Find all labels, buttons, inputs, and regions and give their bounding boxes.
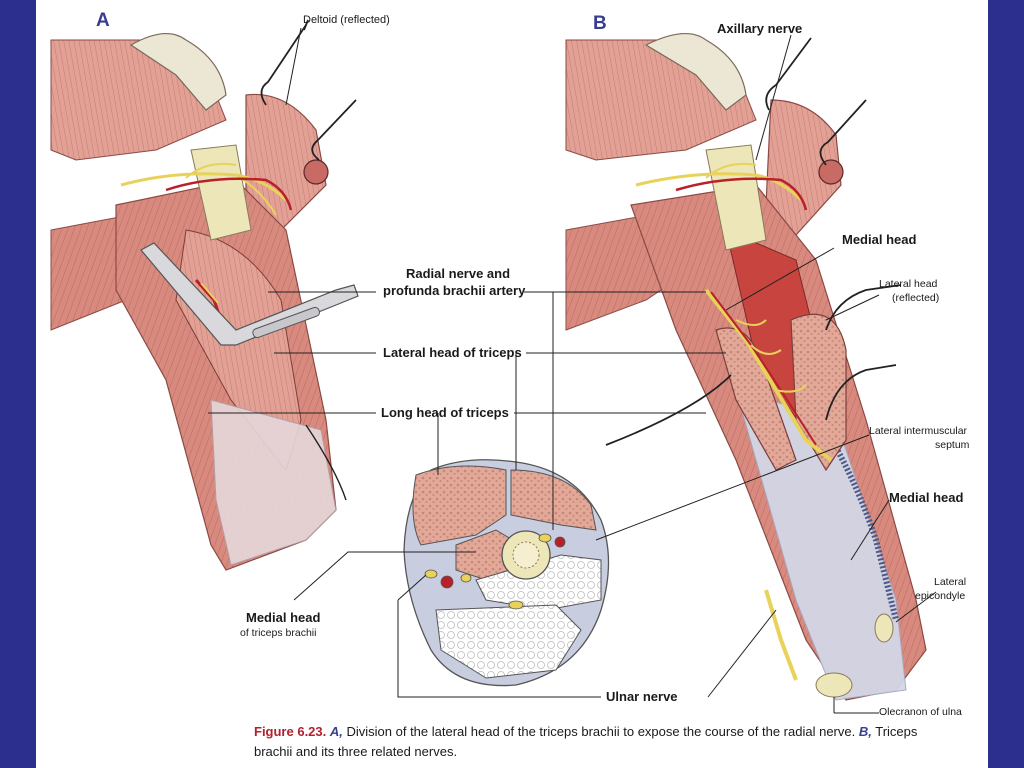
label-lateral-head-reflected-2: (reflected) [892, 292, 940, 304]
caption-text-b: Triceps brachii and its three related ne… [254, 724, 918, 759]
label-medial-head-top: Medial head [842, 232, 917, 247]
artery-a [165, 177, 293, 211]
deltoid-b [765, 99, 842, 236]
axillary-nerve-b [635, 172, 803, 202]
panel-label-b: B [593, 13, 607, 34]
label-olecranon: Olecranon of ulna [879, 706, 962, 718]
artery-b [675, 177, 808, 211]
label-lateral-head-triceps: Lateral head of triceps [383, 345, 522, 360]
label-lateral-epicondyle-1: Lateral [934, 576, 967, 588]
humerus-a [190, 144, 252, 241]
epicondyle-shape [874, 613, 894, 643]
anatomy-figure [50, 19, 937, 714]
lateral-head-reflected-b [790, 313, 847, 472]
caption-part-a: A, [329, 724, 343, 739]
label-lateral-septum-1: Lateral intermuscular [869, 425, 968, 437]
label-lateral-epicondyle-2: epicondyle [915, 590, 966, 602]
septum-b [823, 428, 899, 621]
flexor-section-1 [475, 554, 602, 611]
panel-label-a: A [96, 10, 110, 31]
long-head-section [412, 465, 507, 546]
label-lateral-head-reflected-1: Lateral head [879, 278, 938, 290]
label-medial-head-right: Medial head [889, 490, 964, 505]
label-axillary-nerve: Axillary nerve [717, 21, 803, 36]
ulnar-nerve-b [764, 589, 798, 681]
label-ulnar-nerve: Ulnar nerve [606, 689, 678, 704]
caption-text-a: Division of the lateral head of the tric… [342, 724, 856, 739]
deltoid-shape [245, 93, 327, 231]
leader-lines [208, 27, 937, 714]
acromion-b [644, 32, 747, 111]
panel-a-drawing [50, 19, 359, 571]
flexor-section-2 [435, 604, 582, 679]
scalpel [140, 242, 359, 346]
label-radial-nerve-line2: profunda brachii artery [383, 283, 526, 298]
olecranon-shape [815, 672, 853, 698]
label-medial-head-left-2: of triceps brachii [240, 627, 317, 639]
slide: A B Deltoid (reflected) Axillary nerve R… [36, 0, 988, 768]
fascia-a [210, 399, 337, 566]
panel-b-drawing [565, 32, 927, 701]
label-medial-head-left-1: Medial head [246, 610, 321, 625]
humerus-b [705, 144, 767, 251]
axillary-nerve-a [120, 172, 288, 202]
label-lateral-septum-2: septum [935, 439, 970, 451]
label-deltoid: Deltoid (reflected) [303, 14, 390, 26]
label-radial-nerve-line1: Radial nerve and [406, 266, 511, 281]
caption-figure-number: Figure 6.23. [254, 724, 327, 739]
caption-part-b: B, [858, 724, 872, 739]
acromion-shape [129, 33, 227, 111]
cross-section [403, 459, 610, 687]
figure-caption: Figure 6.23. A, Division of the lateral … [254, 722, 954, 762]
label-long-head-triceps: Long head of triceps [381, 405, 509, 420]
